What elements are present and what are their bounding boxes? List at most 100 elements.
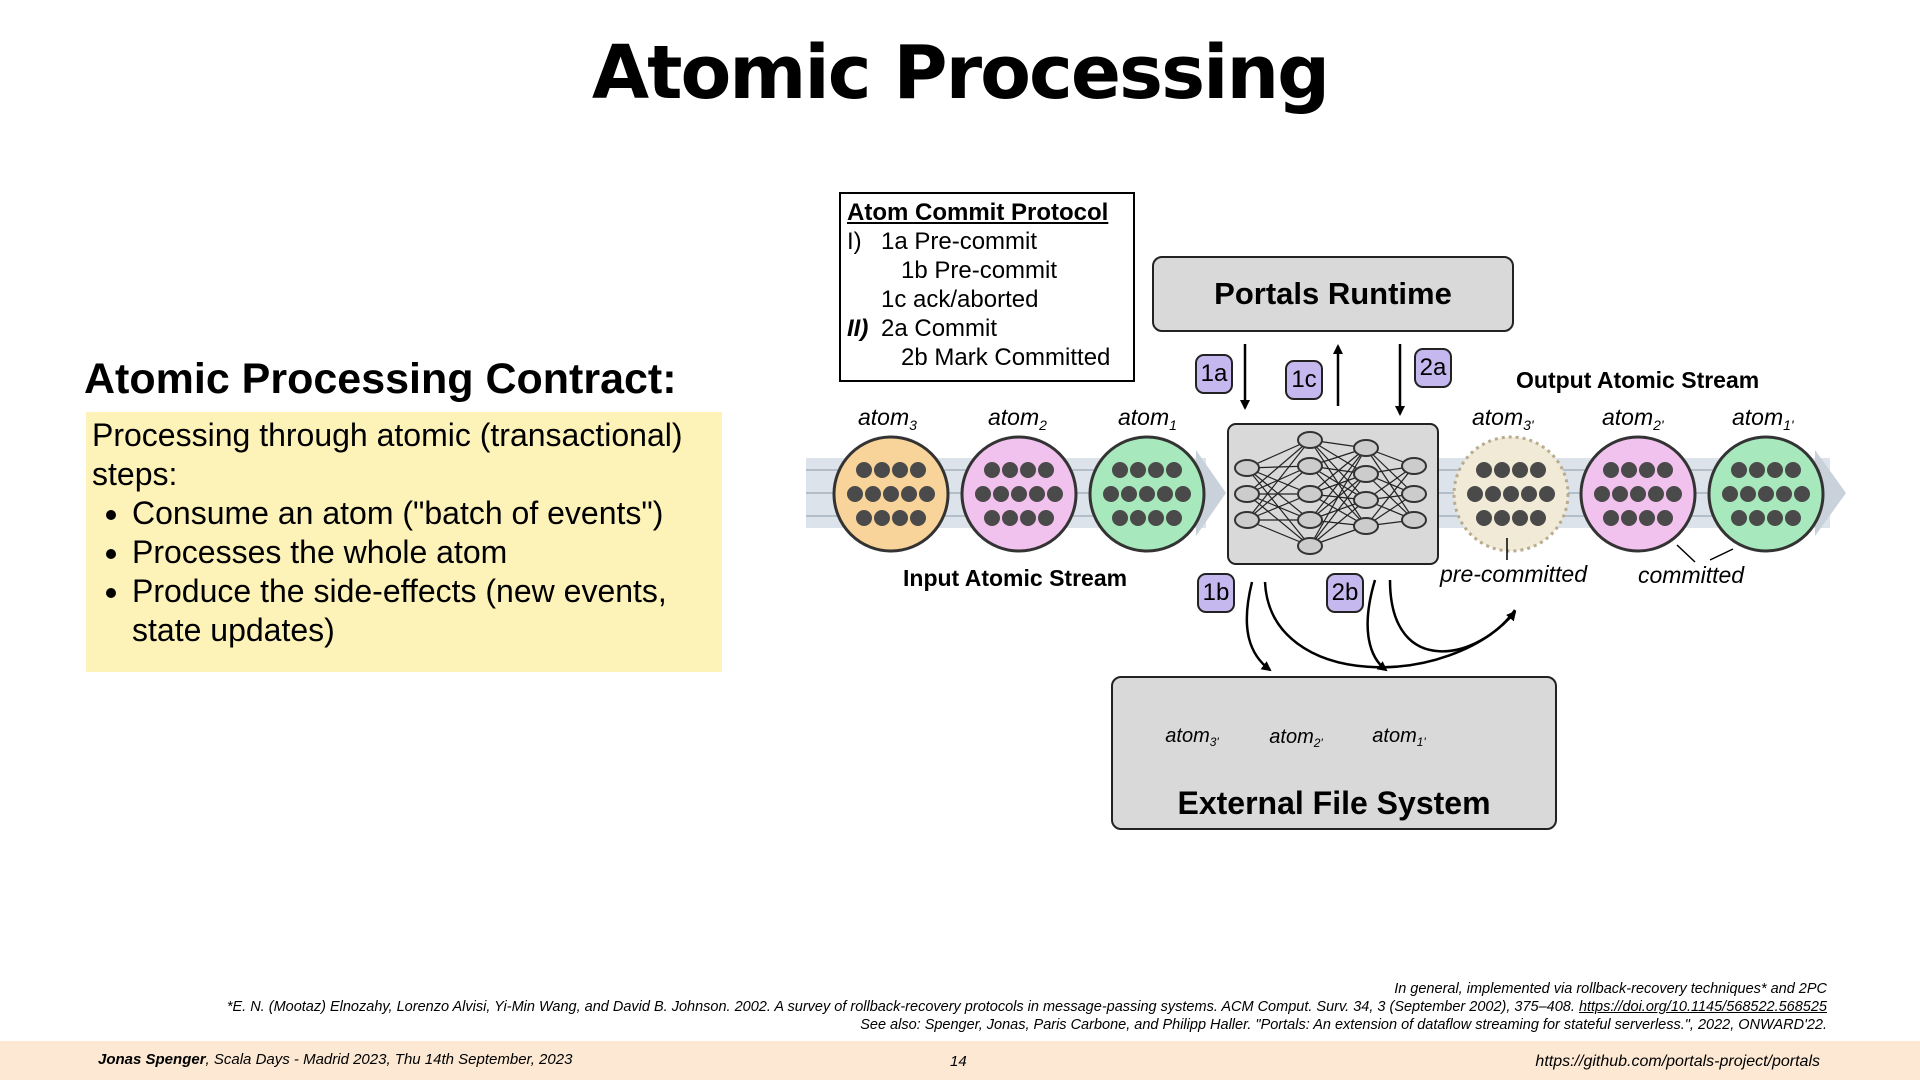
event-dot: [1758, 486, 1774, 502]
event-dot: [1148, 510, 1164, 526]
event-dot: [1020, 510, 1036, 526]
event-dot: [1530, 462, 1546, 478]
event-dot: [1020, 462, 1036, 478]
contract-heading: Atomic Processing Contract:: [84, 355, 677, 403]
badge-2a: 2a: [1414, 348, 1452, 388]
input-stream-label: Input Atomic Stream: [903, 565, 1128, 591]
network-node: [1234, 511, 1260, 529]
event-dot: [1512, 462, 1528, 478]
contract-bullets: Consume an atom ("batch of events") Proc…: [92, 494, 716, 650]
event-dot: [1767, 462, 1783, 478]
event-dot: [1776, 486, 1792, 502]
protocol-row-text: 1a Pre-commit: [881, 228, 1038, 255]
event-dot: [892, 462, 908, 478]
event-dot: [1476, 510, 1492, 526]
badge-1c: 1c: [1285, 360, 1323, 400]
network-node: [1234, 485, 1260, 503]
arrow-1b-to-fs: [1245, 581, 1272, 672]
event-dot: [1047, 486, 1063, 502]
event-dot: [1112, 462, 1128, 478]
protocol-row-prefix: I): [847, 228, 862, 255]
event-dot: [1594, 486, 1610, 502]
event-dot: [883, 486, 899, 502]
input-atom-circle: [832, 435, 950, 553]
output-stream-label: Output Atomic Stream: [1516, 367, 1760, 393]
protocol-row-prefix: II): [847, 315, 869, 342]
event-dot: [1029, 486, 1045, 502]
network-node: [1297, 457, 1323, 475]
event-dot: [1530, 510, 1546, 526]
output-atom-label: atom2': [1602, 404, 1664, 433]
event-dot: [910, 462, 926, 478]
event-dot: [1785, 462, 1801, 478]
protocol-row: II) 2a Commit: [847, 314, 1127, 343]
network-node: [1234, 459, 1260, 477]
event-dot: [1130, 462, 1146, 478]
event-dot: [874, 510, 890, 526]
badge-1b: 1b: [1197, 573, 1235, 613]
event-dot: [1666, 486, 1682, 502]
input-atom-label: atom2: [988, 404, 1047, 433]
protocol-row: I) 1a Pre-commit: [847, 227, 1127, 256]
contract-bullet: Consume an atom ("batch of events"): [132, 494, 716, 533]
event-dot: [1485, 486, 1501, 502]
processor-network: [1227, 423, 1439, 565]
arrow-2b-to-output: [1388, 579, 1517, 653]
committed-pointer-2: [1709, 548, 1734, 561]
footnote-citation: *E. N. (Mootaz) Elnozahy, Lorenzo Alvisi…: [226, 999, 1579, 1015]
input-atom-circle: [960, 435, 1078, 553]
contract-intro: Processing through atomic (transactional…: [92, 417, 683, 492]
event-dot: [1648, 486, 1664, 502]
input-atom-label: atom3: [858, 404, 917, 433]
event-dot: [1621, 462, 1637, 478]
output-atom-circle: [1707, 435, 1825, 553]
input-atom-circle: [1088, 435, 1206, 553]
event-dot: [1467, 486, 1483, 502]
output-atom-label: atom3': [1472, 404, 1534, 433]
event-dot: [1002, 462, 1018, 478]
portals-runtime-box: Portals Runtime: [1152, 256, 1514, 332]
network-node: [1353, 491, 1379, 509]
event-dot: [975, 486, 991, 502]
event-dot: [865, 486, 881, 502]
event-dot: [1630, 486, 1646, 502]
event-dot: [1521, 486, 1537, 502]
event-dot: [1112, 510, 1128, 526]
event-dot: [856, 462, 872, 478]
protocol-row-text: 2a Commit: [881, 315, 998, 342]
event-dot: [847, 486, 863, 502]
protocol-row-text: 1c ack/aborted: [881, 286, 1039, 313]
event-dot: [1157, 486, 1173, 502]
event-dot: [1512, 510, 1528, 526]
event-dot: [910, 510, 926, 526]
project-url[interactable]: https://github.com/portals-project/porta…: [1535, 1053, 1820, 1070]
event-dot: [1503, 486, 1519, 502]
event-dot: [1639, 510, 1655, 526]
doi-link[interactable]: https://doi.org/10.1145/568522.568525: [1578, 999, 1827, 1015]
event-dot: [874, 462, 890, 478]
output-atom-circle: [1452, 435, 1570, 553]
external-file-system-box: External File System: [1111, 676, 1557, 830]
event-dot: [1476, 462, 1492, 478]
event-dot: [1494, 510, 1510, 526]
contract-bullet: Processes the whole atom: [132, 533, 716, 572]
committed-pointer-1: [1676, 544, 1696, 563]
network-node: [1401, 485, 1427, 503]
event-dot: [1767, 510, 1783, 526]
network-node: [1297, 431, 1323, 449]
event-dot: [1148, 462, 1164, 478]
footnotes: In general, implemented via rollback-rec…: [227, 980, 1827, 1034]
event-dot: [1794, 486, 1810, 502]
event-dot: [1175, 486, 1191, 502]
event-dot: [856, 510, 872, 526]
slide-title: Atomic Processing: [591, 30, 1330, 116]
event-dot: [1166, 462, 1182, 478]
event-dot: [1011, 486, 1027, 502]
event-dot: [1785, 510, 1801, 526]
event-dot: [1139, 486, 1155, 502]
network-node: [1353, 517, 1379, 535]
event-dot: [1639, 462, 1655, 478]
page-number: 14: [950, 1053, 967, 1070]
badge-2b: 2b: [1326, 573, 1364, 613]
